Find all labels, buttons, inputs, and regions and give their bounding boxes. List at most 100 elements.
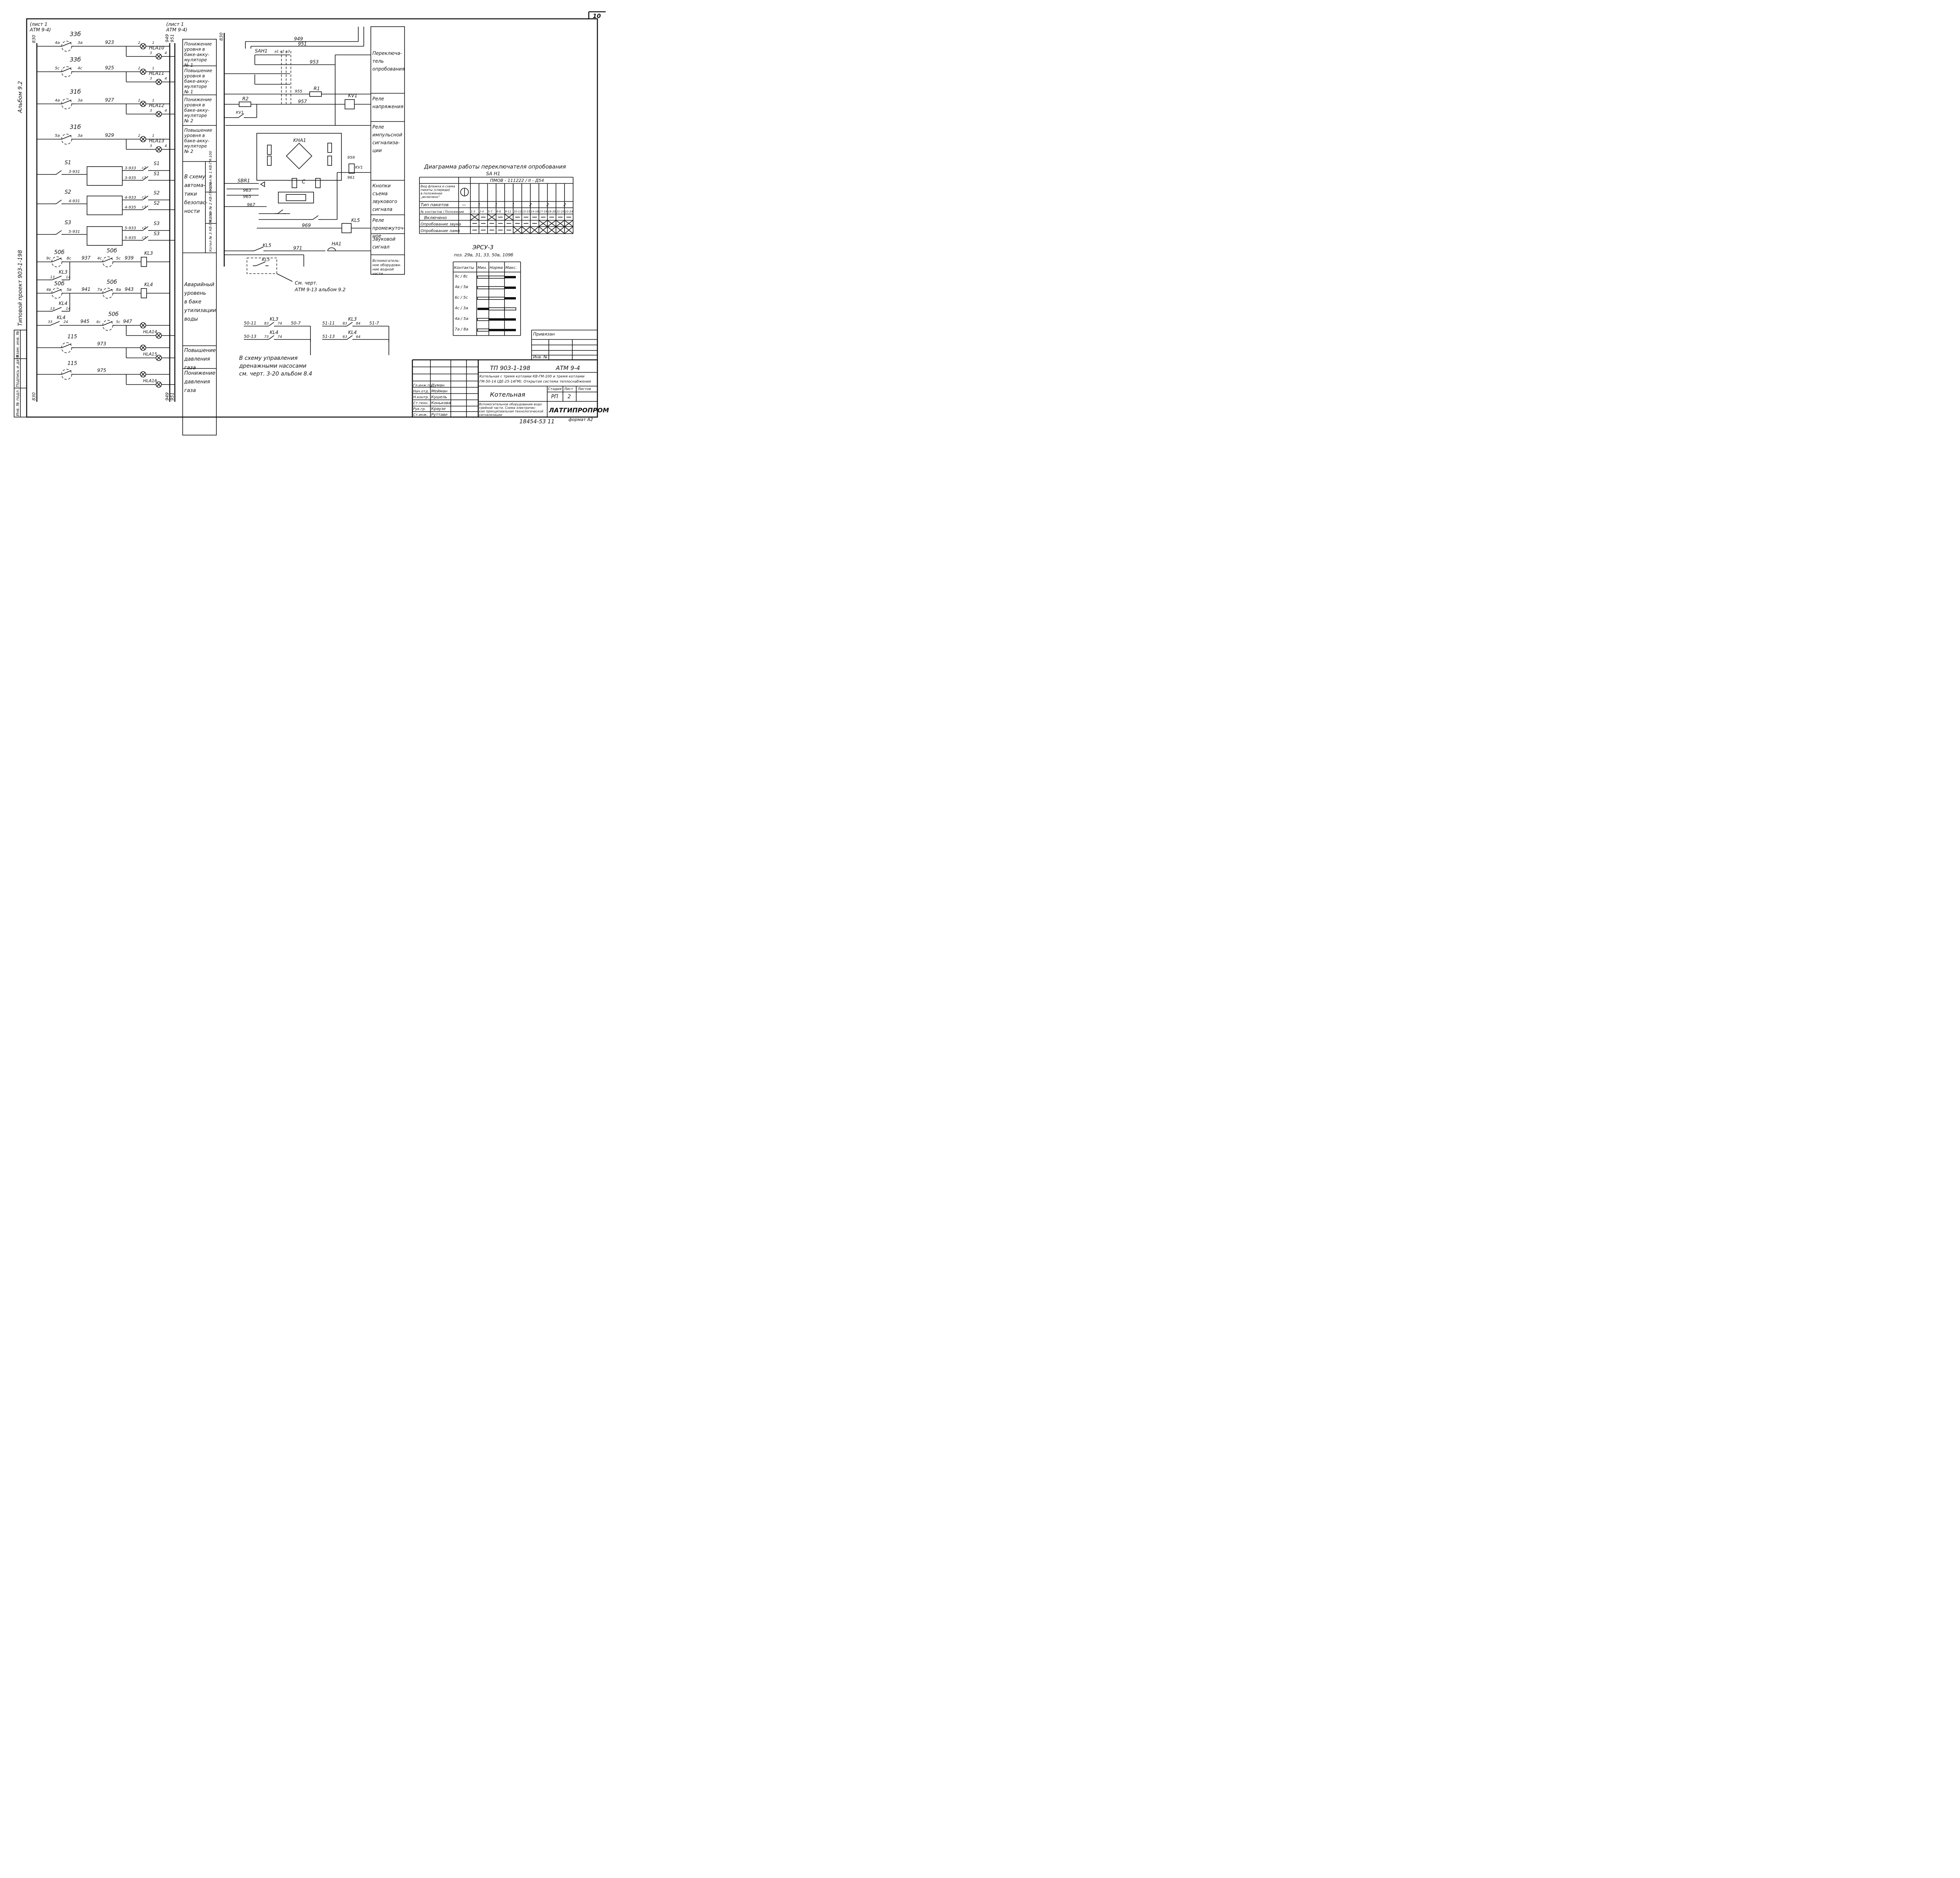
bus-951-bottom-label: 951 [170,392,175,401]
ersu-header: Мин. [477,266,487,270]
right-function-label: ние водной [372,268,394,272]
row-label: Тип пакетов [421,202,449,207]
closed-band [505,318,516,321]
contact-label: 33б [70,56,81,63]
stage-value: РП [551,394,558,400]
right-function-label: съема [372,191,388,196]
resistor [292,178,297,188]
winding [267,156,272,166]
right-function-label: промежуточ- [372,225,405,231]
resistor-R1 [309,91,322,97]
ersu-contact: 4а / 5а [455,317,468,321]
function-label: газа [184,388,196,394]
wire-number: 4-935 [125,205,136,210]
terminal-label: 74 [278,322,282,326]
contact-label: 33б [70,31,81,38]
wire-number: 953 [310,59,319,65]
wire-number: 929 [105,132,114,138]
relay-name: S2 [154,190,160,196]
contact-cell: 21-23 [556,210,564,213]
closed-band [505,329,516,331]
right-function-label: Реле [372,218,384,223]
open-band [488,307,505,310]
bus-949-label: 949 [165,34,170,42]
signer-role: Нач.отд. [413,390,429,394]
winding [327,143,332,153]
terminal-label: 3 [150,51,152,55]
level-contact-50б-blade [103,321,113,326]
closed-band [489,318,505,321]
lamp-label: HLA11 [149,71,164,76]
terminal-label: 84 [356,322,361,326]
right-function-label: сигнал [372,244,390,250]
pressure-contact-115-blade [62,370,72,375]
relay-name: S1 [154,171,160,176]
row-label: № контактов / Положение [420,210,464,214]
bus-830-bottom-label: 830 [31,392,36,401]
drain-note: дренажными насосами [239,363,307,369]
terminal-label: 73 [264,335,269,339]
right-function-labels: Переключа-тельопробованияРеленапряженияР… [371,51,405,276]
function-label: муляторе [184,143,207,149]
open-band [477,328,489,332]
terminal-label: c3 [142,236,146,240]
terminal-label: 3 [150,144,152,148]
stage-header: Стадия [548,387,562,391]
contact-cell: 14-16 [531,210,539,213]
level-contact-31б-blade [62,100,72,104]
signer-name: Мейман [431,389,448,394]
kl5-contact-blade [254,247,264,251]
terminal-label: 14 [66,276,71,279]
wire-number: 961 [347,176,355,180]
relay-name: S3 [154,221,160,226]
relay-out-contact-blade [142,196,149,200]
level-contact2-50б-blade [103,289,113,294]
open-band [477,318,489,321]
sheet-ref-left: (лист 1 [30,22,47,27]
terminal-label: 4с [78,66,82,71]
relay-name: S3 [65,220,71,226]
kv1-hold-blade [238,113,244,118]
closed-mark [521,226,531,234]
terminal-label: 4 [165,109,167,113]
wire-number: 947 [123,319,132,324]
signal-label: HA1 [332,241,341,247]
relay-contact-S3-blade [56,230,62,235]
relay-out-contact-blade [142,166,149,171]
function-label: газа [184,365,196,371]
terminal-label: 4в [46,288,51,292]
contact-label: 115 [67,361,77,367]
lamp-label: HLA15 [143,352,157,357]
terminal-label: 1 [152,134,154,138]
terminal-label: 14 [66,307,71,311]
wire-number: 975 [97,368,106,373]
header-label: пакеты (спереди) [421,188,450,192]
signer-role: Ст.техн. [413,401,428,405]
signal-lamp-HLA11-cross2 [141,69,145,74]
wire-number: 51-7 [369,321,379,326]
relay-contact-KL4-blade [50,321,60,326]
contact-cell: 13-15 [522,210,530,213]
relay-name: KL5 [351,218,360,223]
contact-cell: 10-12 [514,210,522,213]
relay-coil-KL3 [141,257,147,267]
drawing-title: Вспомогательное оборудование водо- [479,403,543,406]
wire-number: 945 [80,319,89,324]
relay-name: KL3 [144,250,153,256]
object-name: Котельная [490,391,525,398]
album-label: Альбом 9.2 [17,81,24,113]
signer-role: Ст.инж. [413,413,428,417]
function-label: № 2 [184,149,193,154]
function-label: муляторе [184,84,207,89]
relay-coil-KV1 [345,99,355,109]
contact-cell: 18-20 [548,210,556,213]
sheet-frame: 10 Инв. № подл. Подпись и дата Взам. инв… [14,11,606,418]
relay-contact-S2-blade [56,200,62,204]
right-function-label: импульсной [372,132,402,138]
closed-band [505,287,516,289]
wire-number: 967 [247,202,255,207]
relay-name: KL4 [348,330,357,335]
diode [260,181,265,187]
wire-number: 951 [298,41,307,47]
